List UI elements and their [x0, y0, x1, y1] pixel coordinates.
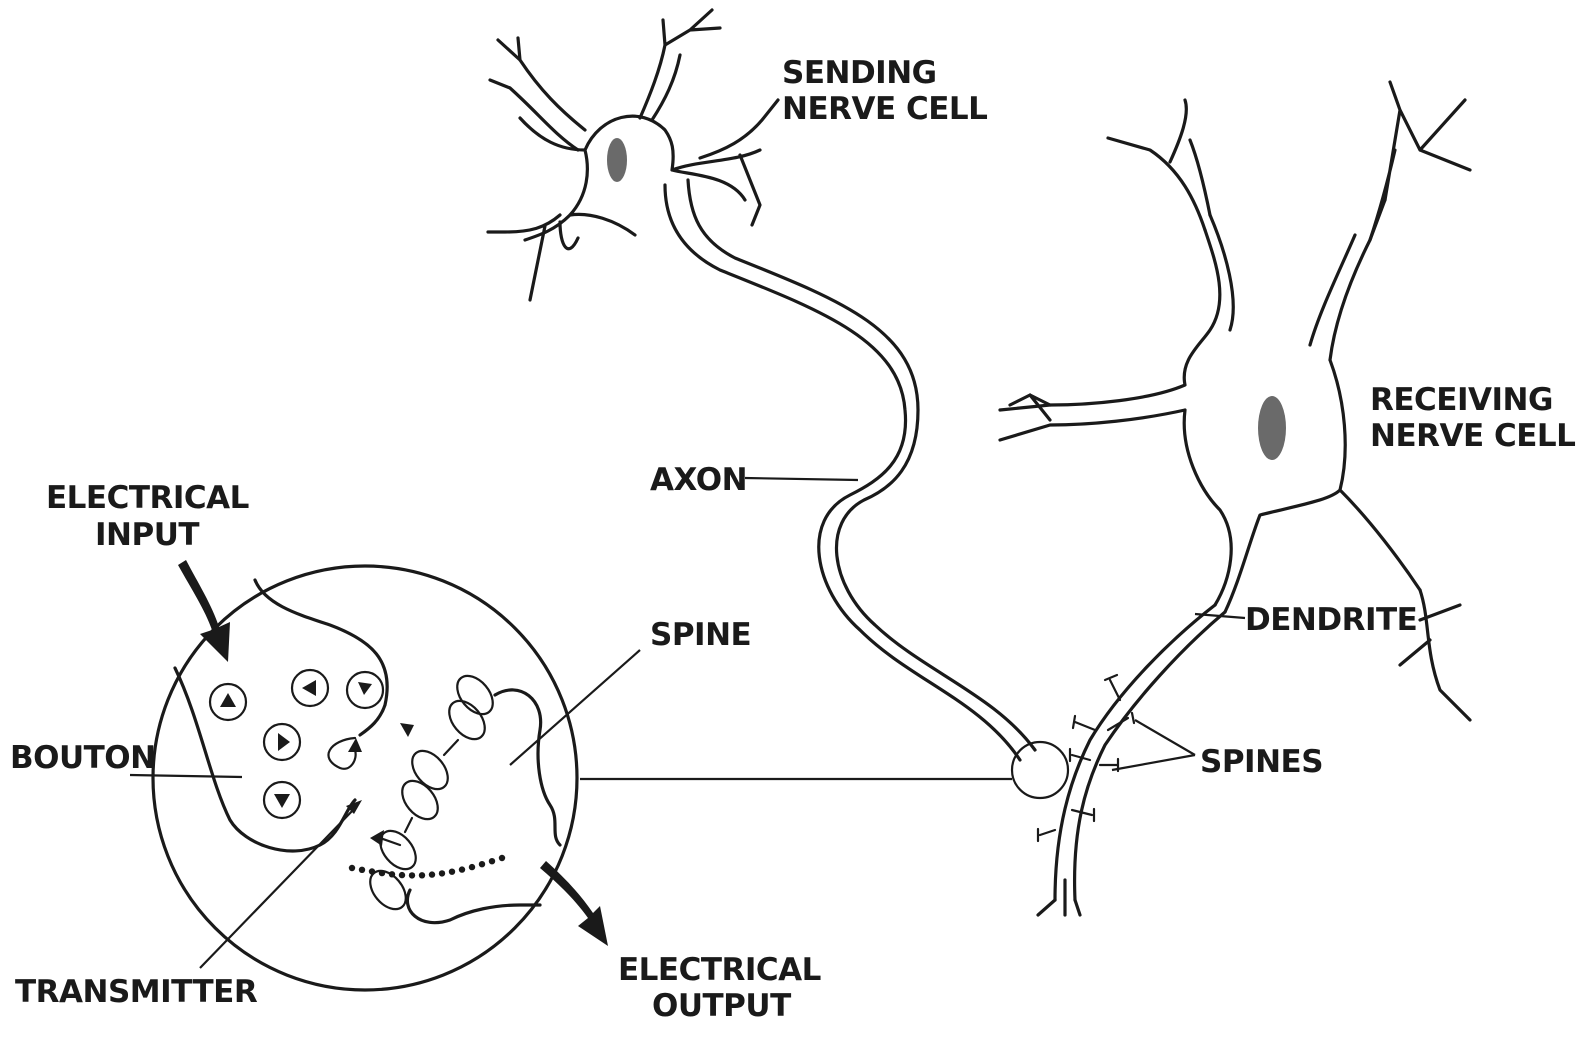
membrane-dot: [359, 867, 365, 873]
receiving-dendrite-top-left: [1108, 100, 1210, 230]
internal-arrow-shaft: [380, 838, 400, 845]
receptor-link: [405, 818, 412, 832]
bouton-label: BOUTON: [10, 740, 156, 776]
receiving-nerve-cell: [1000, 82, 1470, 915]
membrane-dot: [349, 865, 355, 871]
sending-label-line2: NERVE CELL: [782, 91, 987, 127]
sending-dendrite-lower-left: [488, 215, 578, 300]
membrane-dot: [439, 870, 445, 876]
transmitter-label: TRANSMITTER: [15, 974, 258, 1010]
spine-label: SPINE: [650, 617, 751, 653]
receiving-dendrite-top-right: [1370, 82, 1470, 240]
membrane-dot: [399, 872, 405, 878]
transmitter-triangle: [358, 682, 372, 695]
membrane-dot: [379, 870, 385, 876]
receptor: [442, 694, 492, 746]
transmitter-triangle: [348, 738, 362, 752]
electrical-output-arrow: [540, 861, 608, 946]
membrane-dot: [369, 868, 375, 874]
transmitter-triangle: [302, 680, 316, 696]
receiving-label-line1: RECEIVING: [1370, 382, 1553, 418]
spine-knob: [1108, 713, 1134, 730]
fusing-vesicle: [328, 738, 355, 769]
membrane-dot: [419, 872, 425, 878]
axon-leader-line: [745, 478, 858, 480]
receptor-link: [444, 740, 458, 755]
transmitter-triangle: [274, 794, 290, 808]
transmitter-triangle: [278, 733, 290, 751]
membrane-dot: [499, 855, 505, 861]
spine-knob: [1073, 716, 1095, 730]
membrane-dot: [489, 858, 495, 864]
receiving-nucleus: [1258, 396, 1286, 460]
membrane-dot: [469, 864, 475, 870]
spine-knob: [1105, 675, 1120, 700]
vesicles: [210, 670, 383, 818]
electrical-output-label-line2: OUTPUT: [652, 988, 791, 1024]
membrane-dot: [479, 861, 485, 867]
spine-knob: [1038, 829, 1055, 841]
membrane-dot: [429, 871, 435, 877]
transmitter-triangle: [220, 693, 236, 707]
electrical-output-label-line1: ELECTRICAL: [618, 952, 821, 988]
electrical-input-arrow: [178, 560, 230, 662]
receptor: [450, 669, 500, 721]
axon-label: AXON: [650, 462, 747, 498]
membrane-dot: [389, 871, 395, 877]
spines-label: SPINES: [1200, 744, 1323, 780]
receiving-soma-outline: [1000, 200, 1420, 612]
receiving-spines: [1038, 675, 1134, 841]
membrane-dot: [459, 866, 465, 872]
free-transmitter: [400, 723, 414, 737]
sending-label-line1: SENDING: [782, 55, 937, 91]
sending-soma-outline: [520, 116, 760, 240]
spines-leader-lines: [1112, 720, 1195, 770]
membrane-dot: [449, 869, 455, 875]
labels: SENDING NERVE CELL RECEIVING NERVE CELL …: [10, 55, 1575, 1024]
electrical-input-label-line2: INPUT: [95, 517, 199, 553]
transmitter-leader-line: [200, 808, 355, 968]
magnified-region-circle: [1012, 742, 1068, 798]
electrical-input-label-line1: ELECTRICAL: [46, 480, 249, 516]
receptor: [395, 774, 445, 826]
sending-nucleus: [607, 138, 627, 182]
receiving-label-line2: NERVE CELL: [1370, 418, 1575, 454]
membrane-dot: [409, 872, 415, 878]
sending-dendrite-upper-right: [640, 10, 720, 120]
receptor: [373, 824, 423, 876]
dendrite-label: DENDRITE: [1245, 602, 1417, 638]
